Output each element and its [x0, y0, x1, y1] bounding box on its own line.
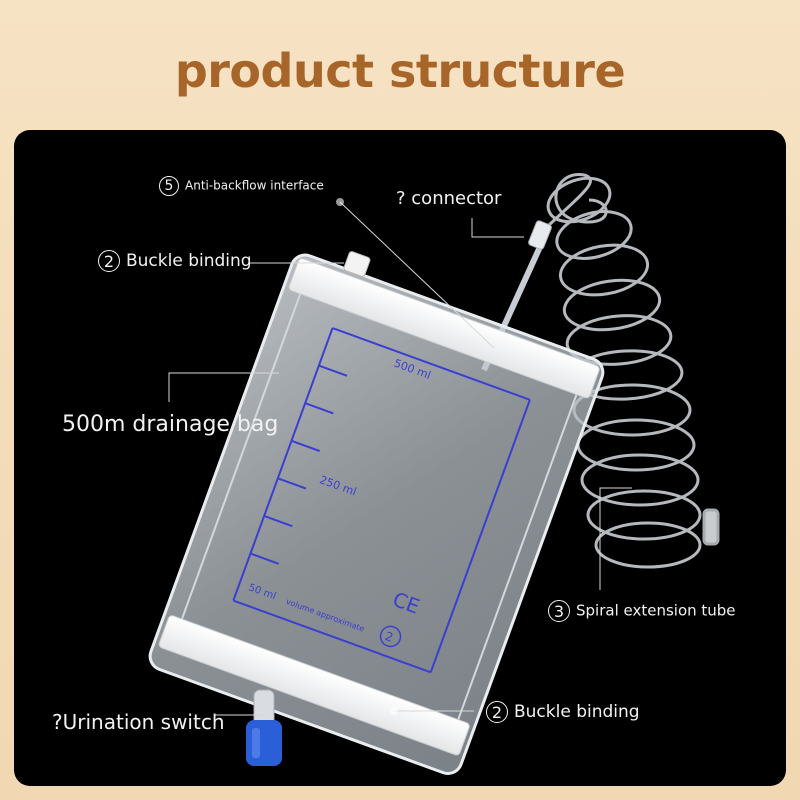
leader-lines: [168, 201, 632, 716]
spiral-tube: [542, 173, 720, 569]
svg-text:2: 2: [383, 629, 395, 645]
drainage-bag-illustration: 500 ml 250 ml 50 ml volume approximate C…: [148, 173, 720, 775]
single-use-icon: [379, 625, 402, 648]
buckle-top: [343, 251, 371, 277]
page-title: product structure: [174, 44, 626, 98]
label-urination-switch: ?Urination switch: [52, 710, 225, 734]
urination-switch: [246, 689, 282, 766]
drainage-bag-body: 500 ml 250 ml 50 ml volume approximate C…: [148, 253, 605, 775]
product-photo-panel: 500 ml 250 ml 50 ml volume approximate C…: [14, 130, 786, 786]
label-drainage-bag: 500m drainage bag: [62, 412, 279, 437]
label-connector: ? connector: [396, 188, 502, 209]
